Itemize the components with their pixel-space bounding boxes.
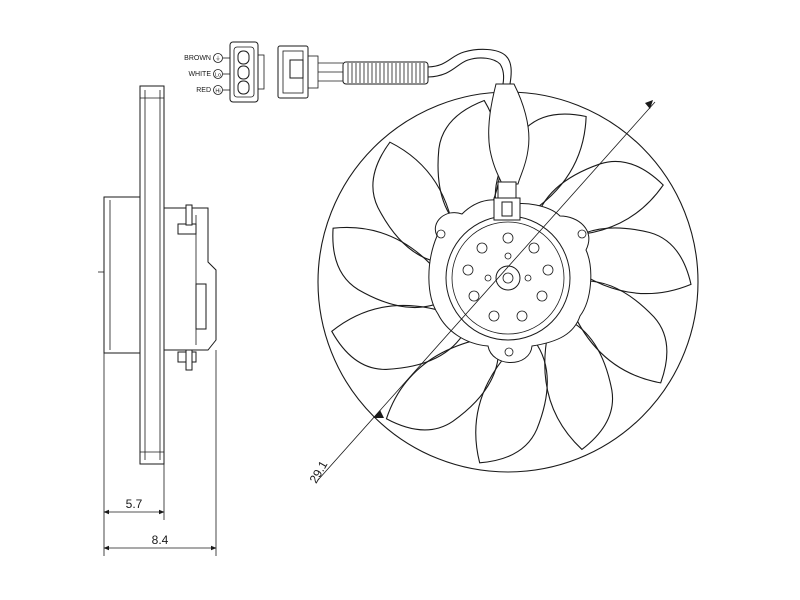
hub-hole [462,264,474,276]
connector-pinout: BROWN WHITE RED ⏚ Lo Hi [184,41,512,103]
pin-mark-circle [213,53,223,63]
hub-hole [504,252,512,260]
cable-lower [427,57,505,85]
plug-side-view [277,45,343,99]
cable-strain-relief [488,83,530,185]
hub-hole [542,264,554,276]
cable-upper [427,48,512,85]
dimension-depth-total: 8.4 [152,533,169,547]
pin-mark-circle [213,69,223,79]
hub-vent-holes [462,232,554,322]
hub-hole [516,310,528,322]
motor-housing-side [103,196,141,354]
plug-face [229,41,265,103]
fan-side-view [98,85,217,465]
hub-hole [502,232,514,244]
motor-shaft [495,265,521,291]
low-speed-mark: Lo [215,73,221,79]
pin-label-white: WHITE [188,71,211,78]
hub-hole [468,290,480,302]
hub-hole [528,242,540,254]
fan-blades [331,99,692,464]
high-speed-mark: Hi [215,89,220,95]
hub-hole [524,274,532,282]
hub-hole [484,274,492,282]
dimension-diameter: 29.1 [307,458,331,486]
hub-hole [476,242,488,254]
pin-label-red: RED [196,87,211,94]
cable-sleeve [342,61,429,85]
fan-front-view [317,83,699,473]
hub-hole [536,290,548,302]
ground-symbol: ⏚ [215,56,221,63]
cable-grommet [497,181,517,199]
hub-hole [488,310,500,322]
pin-label-brown: BROWN [184,55,211,62]
pin-mark-circle [213,85,223,95]
dimension-depth-inner: 5.7 [126,497,143,511]
side-dimensions: 5.7 8.4 [103,350,217,556]
